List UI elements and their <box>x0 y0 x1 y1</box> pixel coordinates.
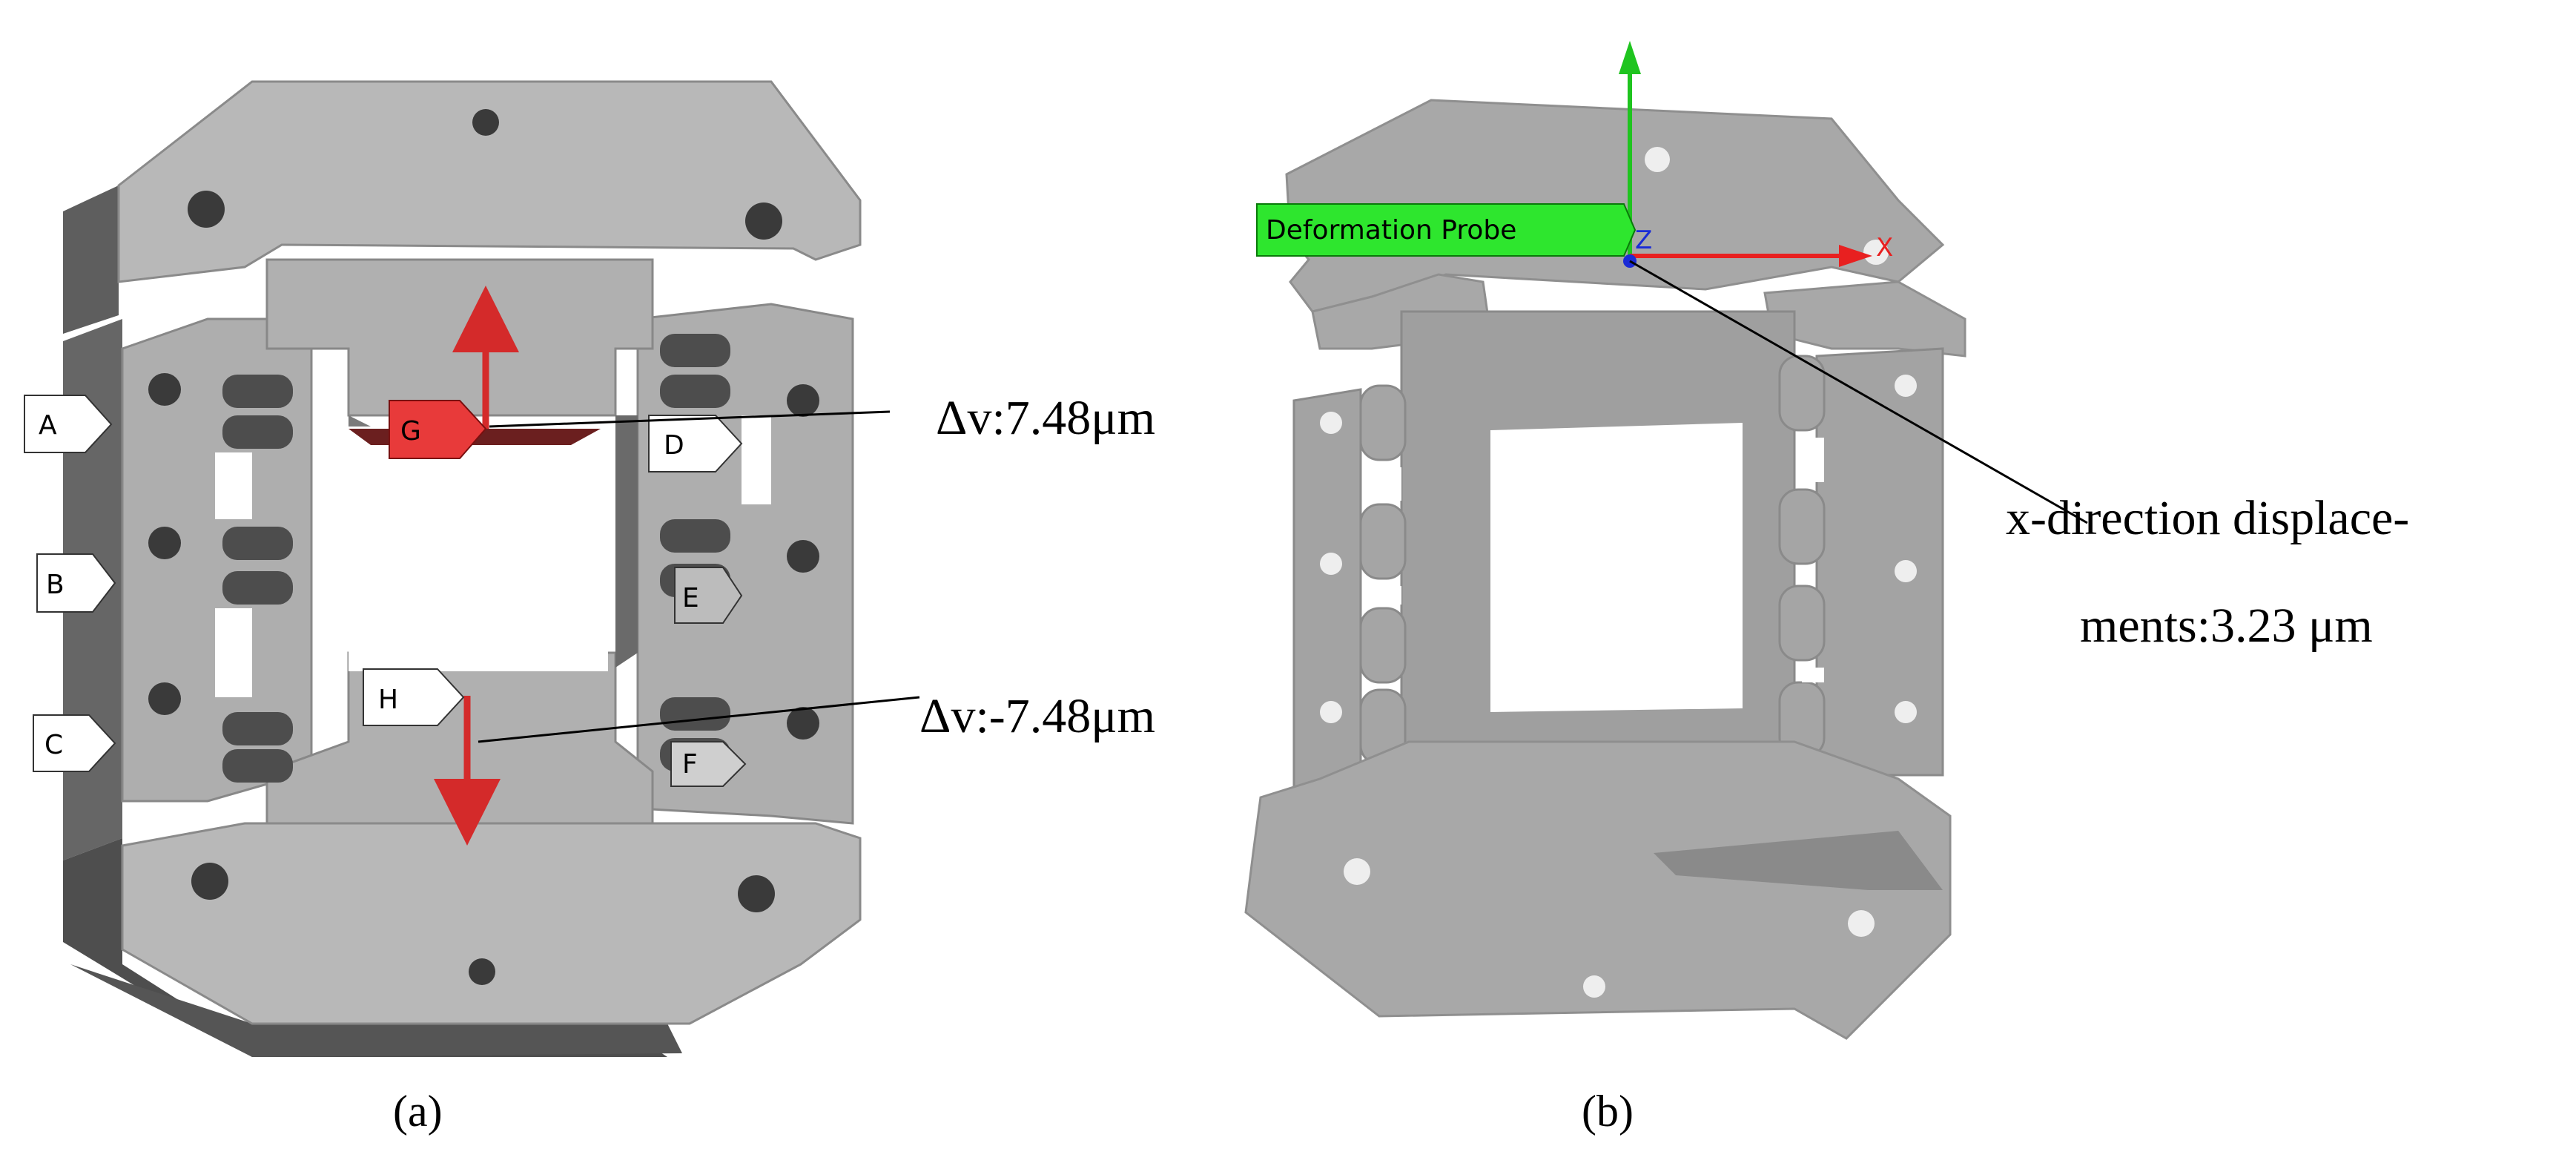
probe-a: A <box>24 395 113 453</box>
probe-f-label: F <box>682 749 698 780</box>
probe-c-label: C <box>44 730 63 760</box>
part-b-bottom-plate <box>1244 740 1952 1040</box>
part-a-center-window <box>349 427 608 671</box>
probe-f: F <box>670 741 747 787</box>
probe-b-label: B <box>46 570 65 600</box>
axis-y-head <box>1619 41 1641 74</box>
probe-h-tag <box>363 668 465 726</box>
annotation-dv-bottom: Δv:-7.48μm <box>919 689 1155 743</box>
probe-d-label: D <box>664 430 684 461</box>
probe-h-label: H <box>378 685 398 715</box>
probe-g-label: G <box>400 416 421 447</box>
part-b-bottom-step <box>1654 831 1943 890</box>
part-b-left-frame <box>1292 388 1362 799</box>
panel-b: X Z Deformation Probe x-direction displa… <box>1244 41 2409 1136</box>
part-a-left-flexures <box>222 375 293 783</box>
part-b-right-flexures <box>1778 355 1826 758</box>
deformation-probe-label: Deformation Probe <box>1266 215 1516 246</box>
probe-g: G <box>349 286 601 459</box>
part-a-bottom-face <box>70 964 682 1057</box>
part-b-holes <box>1320 147 1917 998</box>
panel-a: G H A B C D E F <box>24 80 1155 1136</box>
deformation-probe-tag: Deformation Probe <box>1256 203 1637 257</box>
part-a-center-lower <box>265 651 654 832</box>
probe-d: D <box>648 415 743 472</box>
part-b-center-window <box>1490 423 1743 712</box>
probe-g-tag <box>389 400 487 459</box>
part-a-center-upper <box>265 258 654 417</box>
leader-bottom <box>478 696 920 743</box>
caption-b: (b) <box>1582 1087 1634 1136</box>
probe-e-label: E <box>682 583 699 613</box>
leader-top <box>489 410 891 428</box>
part-a-top-block <box>117 80 862 283</box>
probe-e: E <box>674 567 743 624</box>
axis-x-label: X <box>1876 233 1893 263</box>
annotation-x-disp-line1: x-direction displace- <box>2006 491 2409 545</box>
part-a-side-top <box>63 185 119 334</box>
part-a-holes <box>148 109 819 985</box>
caption-a: (a) <box>393 1087 443 1136</box>
annotation-x-disp-line2: ments:3.23 μm <box>2080 599 2373 653</box>
probe-b: B <box>36 553 116 613</box>
axis-z-label: Z <box>1635 225 1652 255</box>
part-b-left-flexures <box>1359 384 1407 765</box>
probe-a-label: A <box>39 410 57 441</box>
part-b-cutouts <box>1375 438 1824 682</box>
leader-b <box>1629 260 2088 524</box>
probe-c: C <box>33 714 116 772</box>
probe-h: H <box>363 668 501 846</box>
part-a-side-cutouts <box>215 415 771 697</box>
annotation-dv-top: Δv:7.48μm <box>936 391 1155 445</box>
part-b-right-frame <box>1815 347 1944 777</box>
axis-x-head <box>1839 245 1872 267</box>
part-a-bottom-block <box>121 822 862 1025</box>
